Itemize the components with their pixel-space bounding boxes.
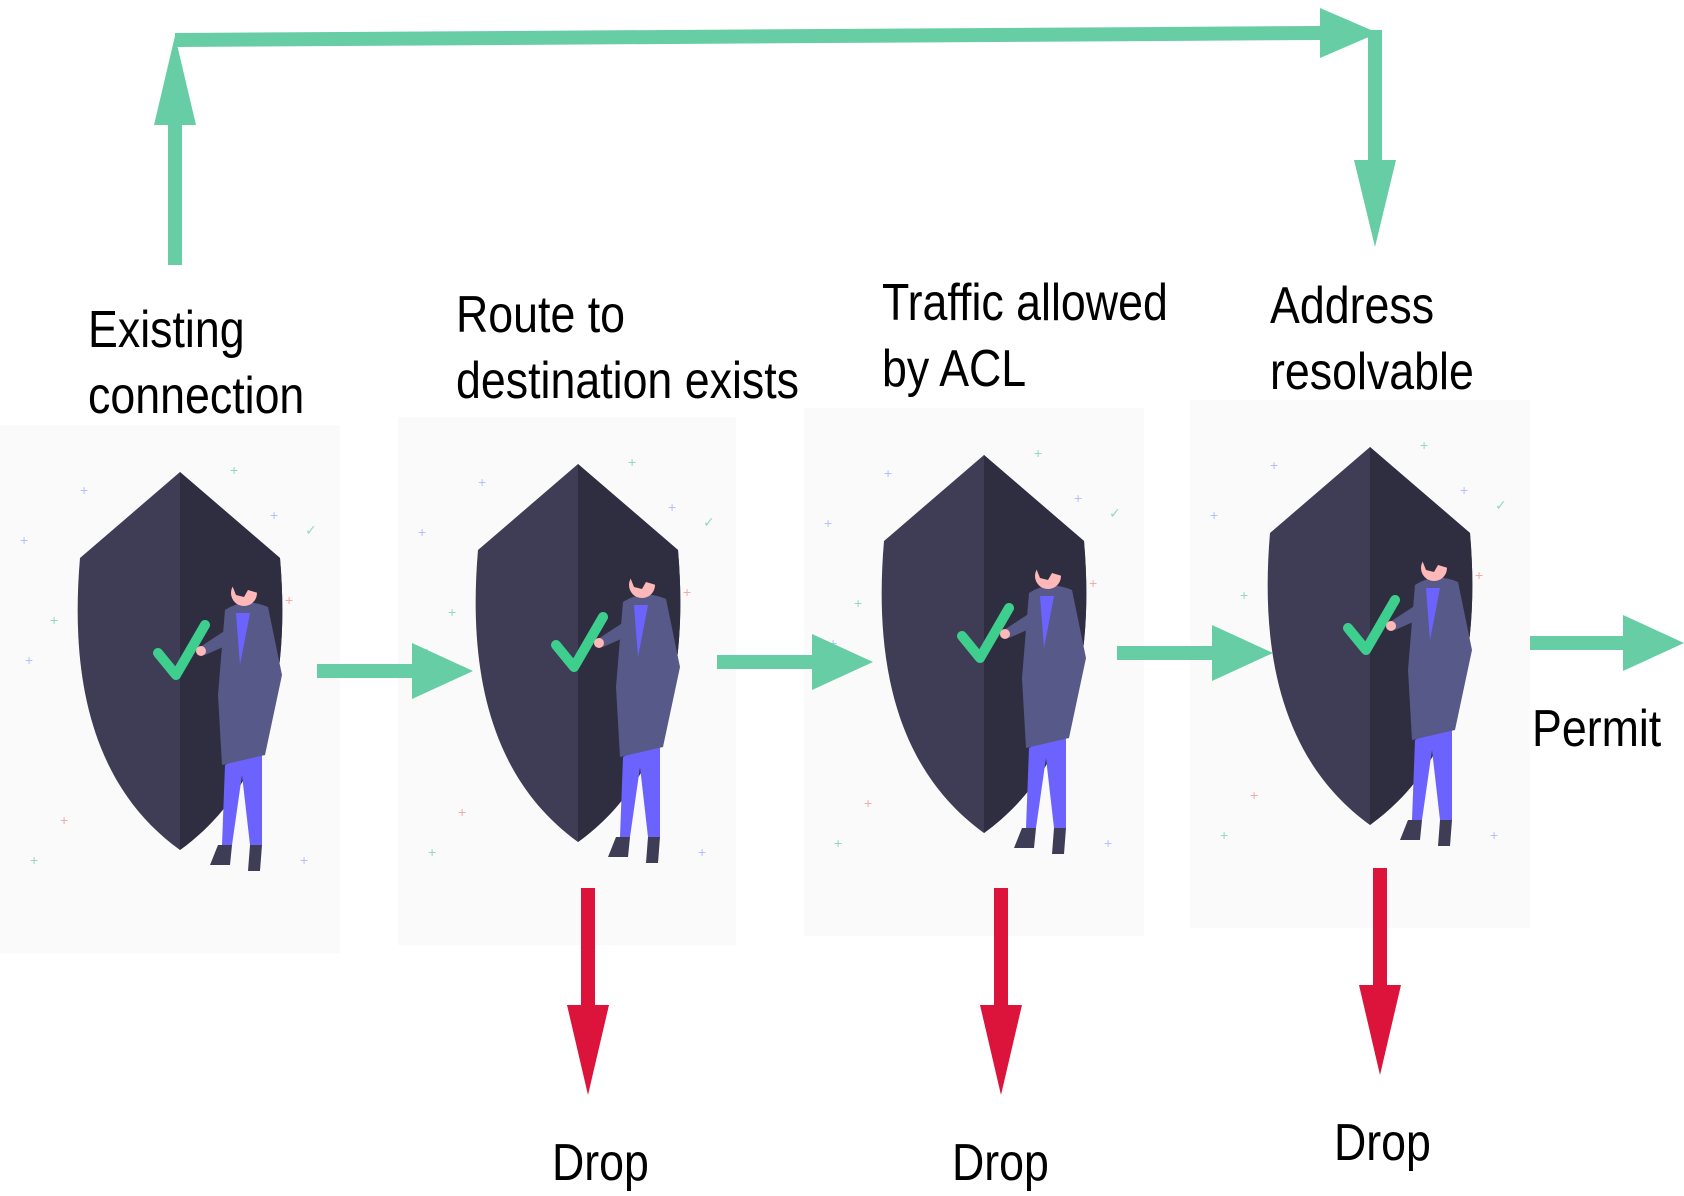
shield-person-check-icon xyxy=(418,454,715,863)
drop-arrow-acl xyxy=(980,888,1022,1095)
stage-label-route-exists: Route to destination exists xyxy=(456,282,799,414)
stage-label-acl-allowed: Traffic allowed by ACL xyxy=(882,270,1168,402)
stage-label-existing-connection: Existing connection xyxy=(88,297,304,429)
stage-label-line: by ACL xyxy=(882,340,1027,398)
stage-label-line: connection xyxy=(88,367,305,425)
stage-label-line: Route to xyxy=(456,286,626,344)
drop-label-address: Drop xyxy=(1334,1114,1431,1172)
permit-arrow xyxy=(1530,615,1684,671)
bypass-arrow xyxy=(154,8,1396,265)
stage-label-line: resolvable xyxy=(1270,343,1474,401)
flow-arrow-3 xyxy=(1117,625,1273,681)
flow-arrow-1 xyxy=(317,643,473,699)
drop-label-route: Drop xyxy=(552,1134,649,1192)
drop-arrow-address xyxy=(1359,868,1401,1075)
stage-label-line: destination exists xyxy=(456,352,800,410)
stage-label-line: Existing xyxy=(88,301,245,359)
permit-label: Permit xyxy=(1532,700,1662,758)
drop-arrow-route xyxy=(567,888,609,1095)
shield-person-check-icon xyxy=(824,445,1121,854)
stage-label-line: Address xyxy=(1270,277,1435,335)
stage-label-line: Traffic allowed xyxy=(882,274,1168,332)
shield-person-check-icon xyxy=(20,462,317,871)
flow-arrow-2 xyxy=(717,634,873,690)
shield-person-check-icon xyxy=(1210,437,1507,846)
stage-label-address-resolvable: Address resolvable xyxy=(1270,273,1474,405)
drop-label-acl: Drop xyxy=(952,1134,1049,1192)
